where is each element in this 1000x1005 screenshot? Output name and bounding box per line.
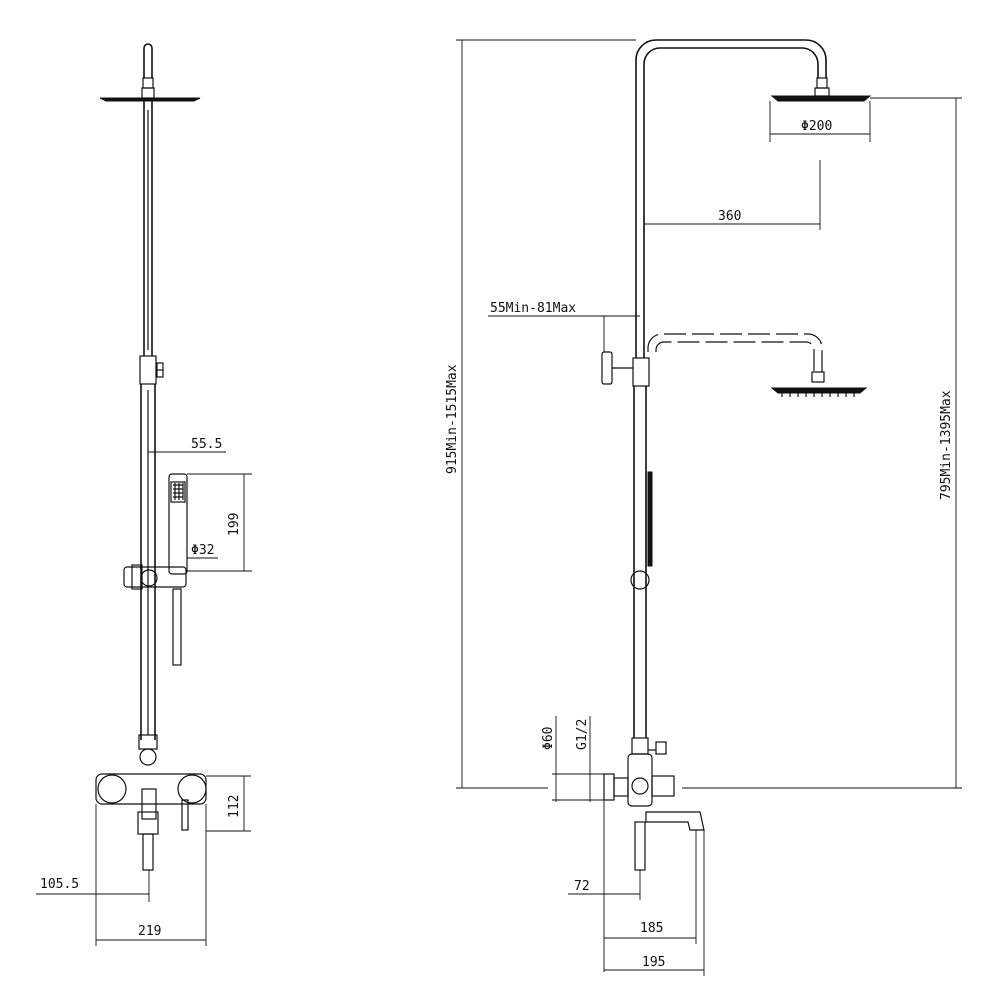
diverter-knob <box>139 748 157 766</box>
spout <box>137 811 159 835</box>
side-arm-ball <box>814 87 830 97</box>
hand-shower-holder <box>123 566 187 588</box>
dim-112-label: 112 <box>227 795 242 818</box>
mixer-lever <box>181 799 189 831</box>
shower-head-ball <box>141 87 155 99</box>
dim-199-label: 199 <box>227 513 242 536</box>
alt-shower-nozzles <box>781 393 855 397</box>
side-hand-shower <box>647 471 653 567</box>
mixer-handle-cap <box>177 774 207 804</box>
joint-screw-head <box>156 362 164 378</box>
side-diverter-knob <box>655 741 667 755</box>
alt-arm-outer <box>647 333 823 372</box>
dim-185-label: 185 <box>640 921 663 936</box>
dim-72-label: 72 <box>574 879 590 894</box>
hand-shower-nozzles <box>173 483 184 500</box>
dim-915-label: 915Min-1515Max <box>445 364 460 474</box>
dim-55-5-label: 55.5 <box>191 437 222 452</box>
dim-360-label: 360 <box>718 209 741 224</box>
spout-neck <box>141 788 157 820</box>
dim-195-label: 195 <box>642 955 665 970</box>
side-wall-nut <box>613 777 629 797</box>
side-arm-nut <box>816 77 828 89</box>
telescopic-joint <box>139 355 157 385</box>
dim-219-label: 219 <box>138 924 161 939</box>
dim-g12-label: G1/2 <box>575 719 590 750</box>
gooseneck-outer <box>635 39 827 122</box>
side-mixer-body <box>627 753 653 807</box>
dim-55-81-label: 55Min-81Max <box>490 301 576 316</box>
shower-head <box>99 97 201 102</box>
side-mixer-ring <box>631 777 649 795</box>
side-screw-knob <box>601 351 613 385</box>
alt-arm-nut <box>811 371 825 383</box>
side-mixer-handle <box>651 775 675 797</box>
top-arm <box>143 43 153 78</box>
holder-knob <box>131 564 143 590</box>
arm-nut <box>142 77 154 89</box>
side-view: Φ200 360 55Min-81Max 915Min-1515Max 795M… <box>445 39 962 976</box>
hand-shower-face <box>170 481 186 503</box>
side-bottom-pipe <box>634 821 646 871</box>
dim-795-label: 795Min-1395Max <box>939 390 954 500</box>
hose <box>172 588 182 666</box>
side-shower-head <box>770 95 872 102</box>
side-wall-flange <box>603 773 615 801</box>
dim-105-5-label: 105.5 <box>40 877 79 892</box>
alt-arm-inner <box>655 341 815 372</box>
side-diverter-top <box>631 737 649 755</box>
holder-ring <box>140 569 158 587</box>
dim-phi60-label: Φ60 <box>541 727 556 750</box>
side-spout <box>645 811 705 831</box>
dim-phi200-label: Φ200 <box>801 119 832 134</box>
side-holder-ring <box>630 570 650 590</box>
side-telescopic-joint <box>632 357 650 387</box>
alt-shower-head <box>770 387 868 394</box>
mixer-left-cap <box>97 774 127 804</box>
front-view: 55.5 199 Φ32 112 105.5 219 <box>36 43 252 946</box>
hand-shower <box>168 473 188 575</box>
bottom-pipe <box>142 833 154 871</box>
gooseneck-inner <box>643 47 819 122</box>
dim-phi32-label: Φ32 <box>191 543 214 558</box>
